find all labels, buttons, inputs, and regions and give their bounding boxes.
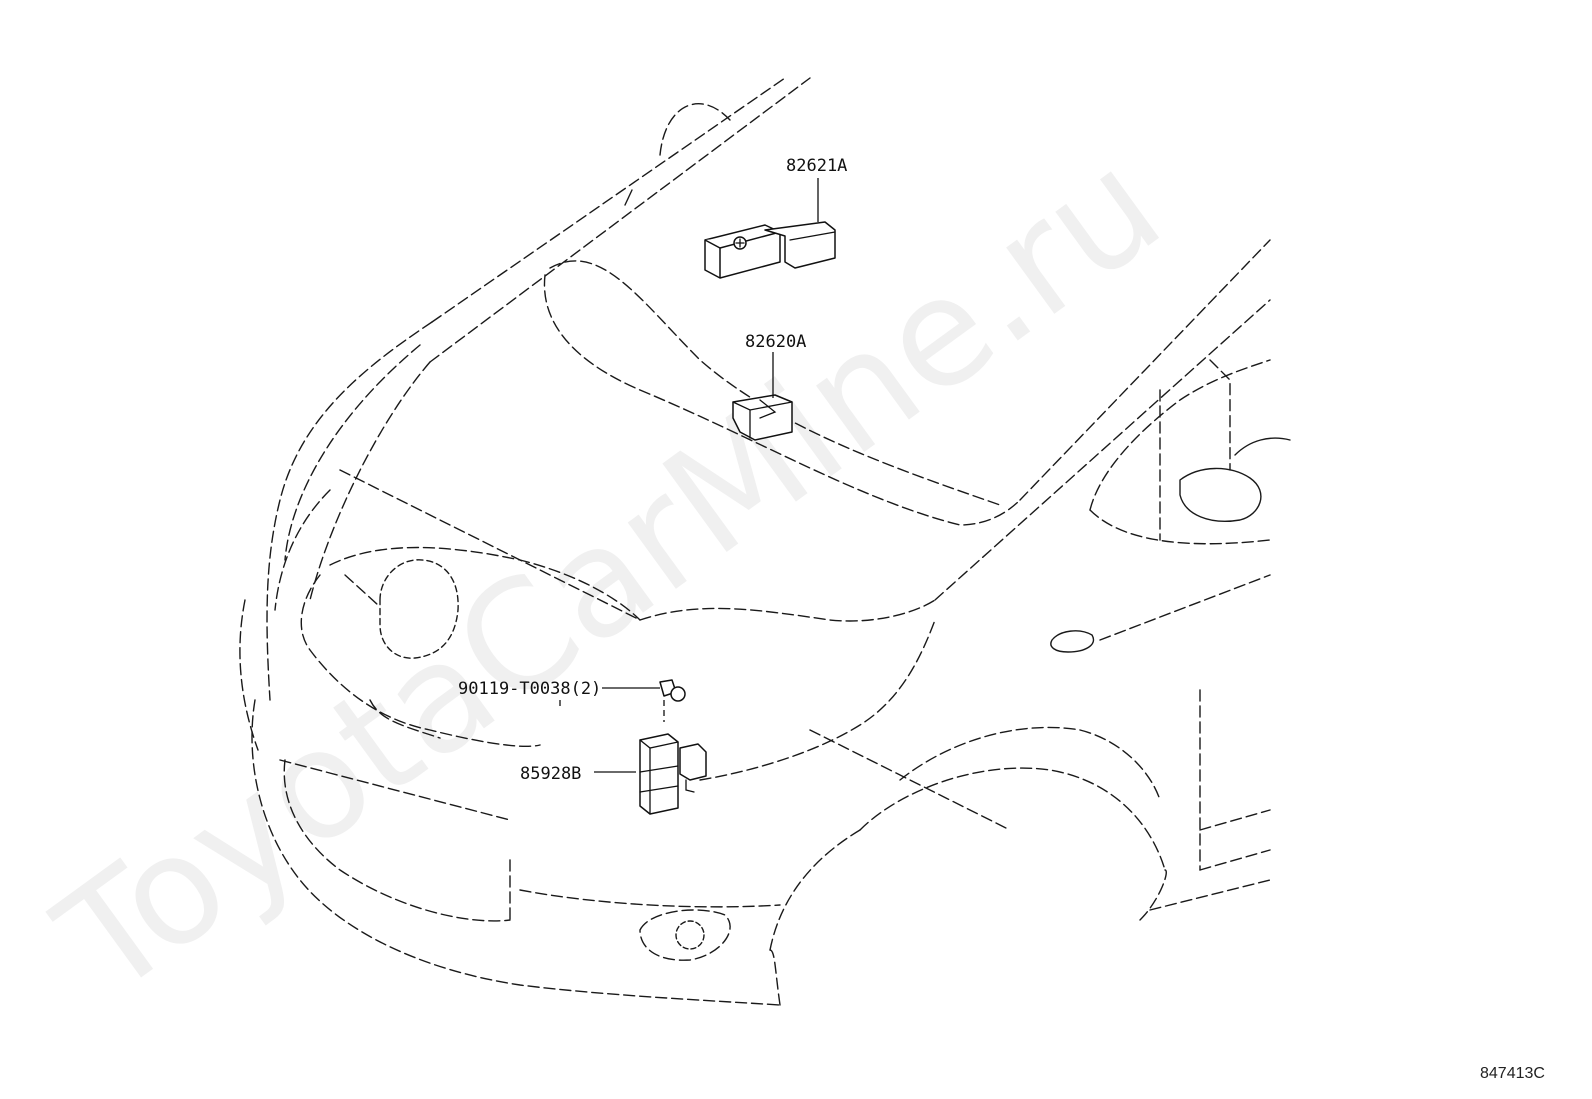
- callout-85928b: 85928B: [520, 764, 581, 784]
- watermark-text: ToyotaCarMine.ru: [28, 118, 1191, 1030]
- car-body-outline: [239, 77, 1291, 1006]
- part-82621a: [704, 221, 836, 279]
- figure-id: 847413C: [1480, 1065, 1545, 1082]
- callout-90119: 90119-T0038(2): [458, 679, 601, 699]
- callout-82621a: 82621A: [786, 156, 847, 176]
- part-82620a: [732, 394, 793, 441]
- part-85928b: [639, 733, 707, 815]
- callout-82620a: 82620A: [745, 332, 806, 352]
- bolt-90119: [659, 679, 686, 702]
